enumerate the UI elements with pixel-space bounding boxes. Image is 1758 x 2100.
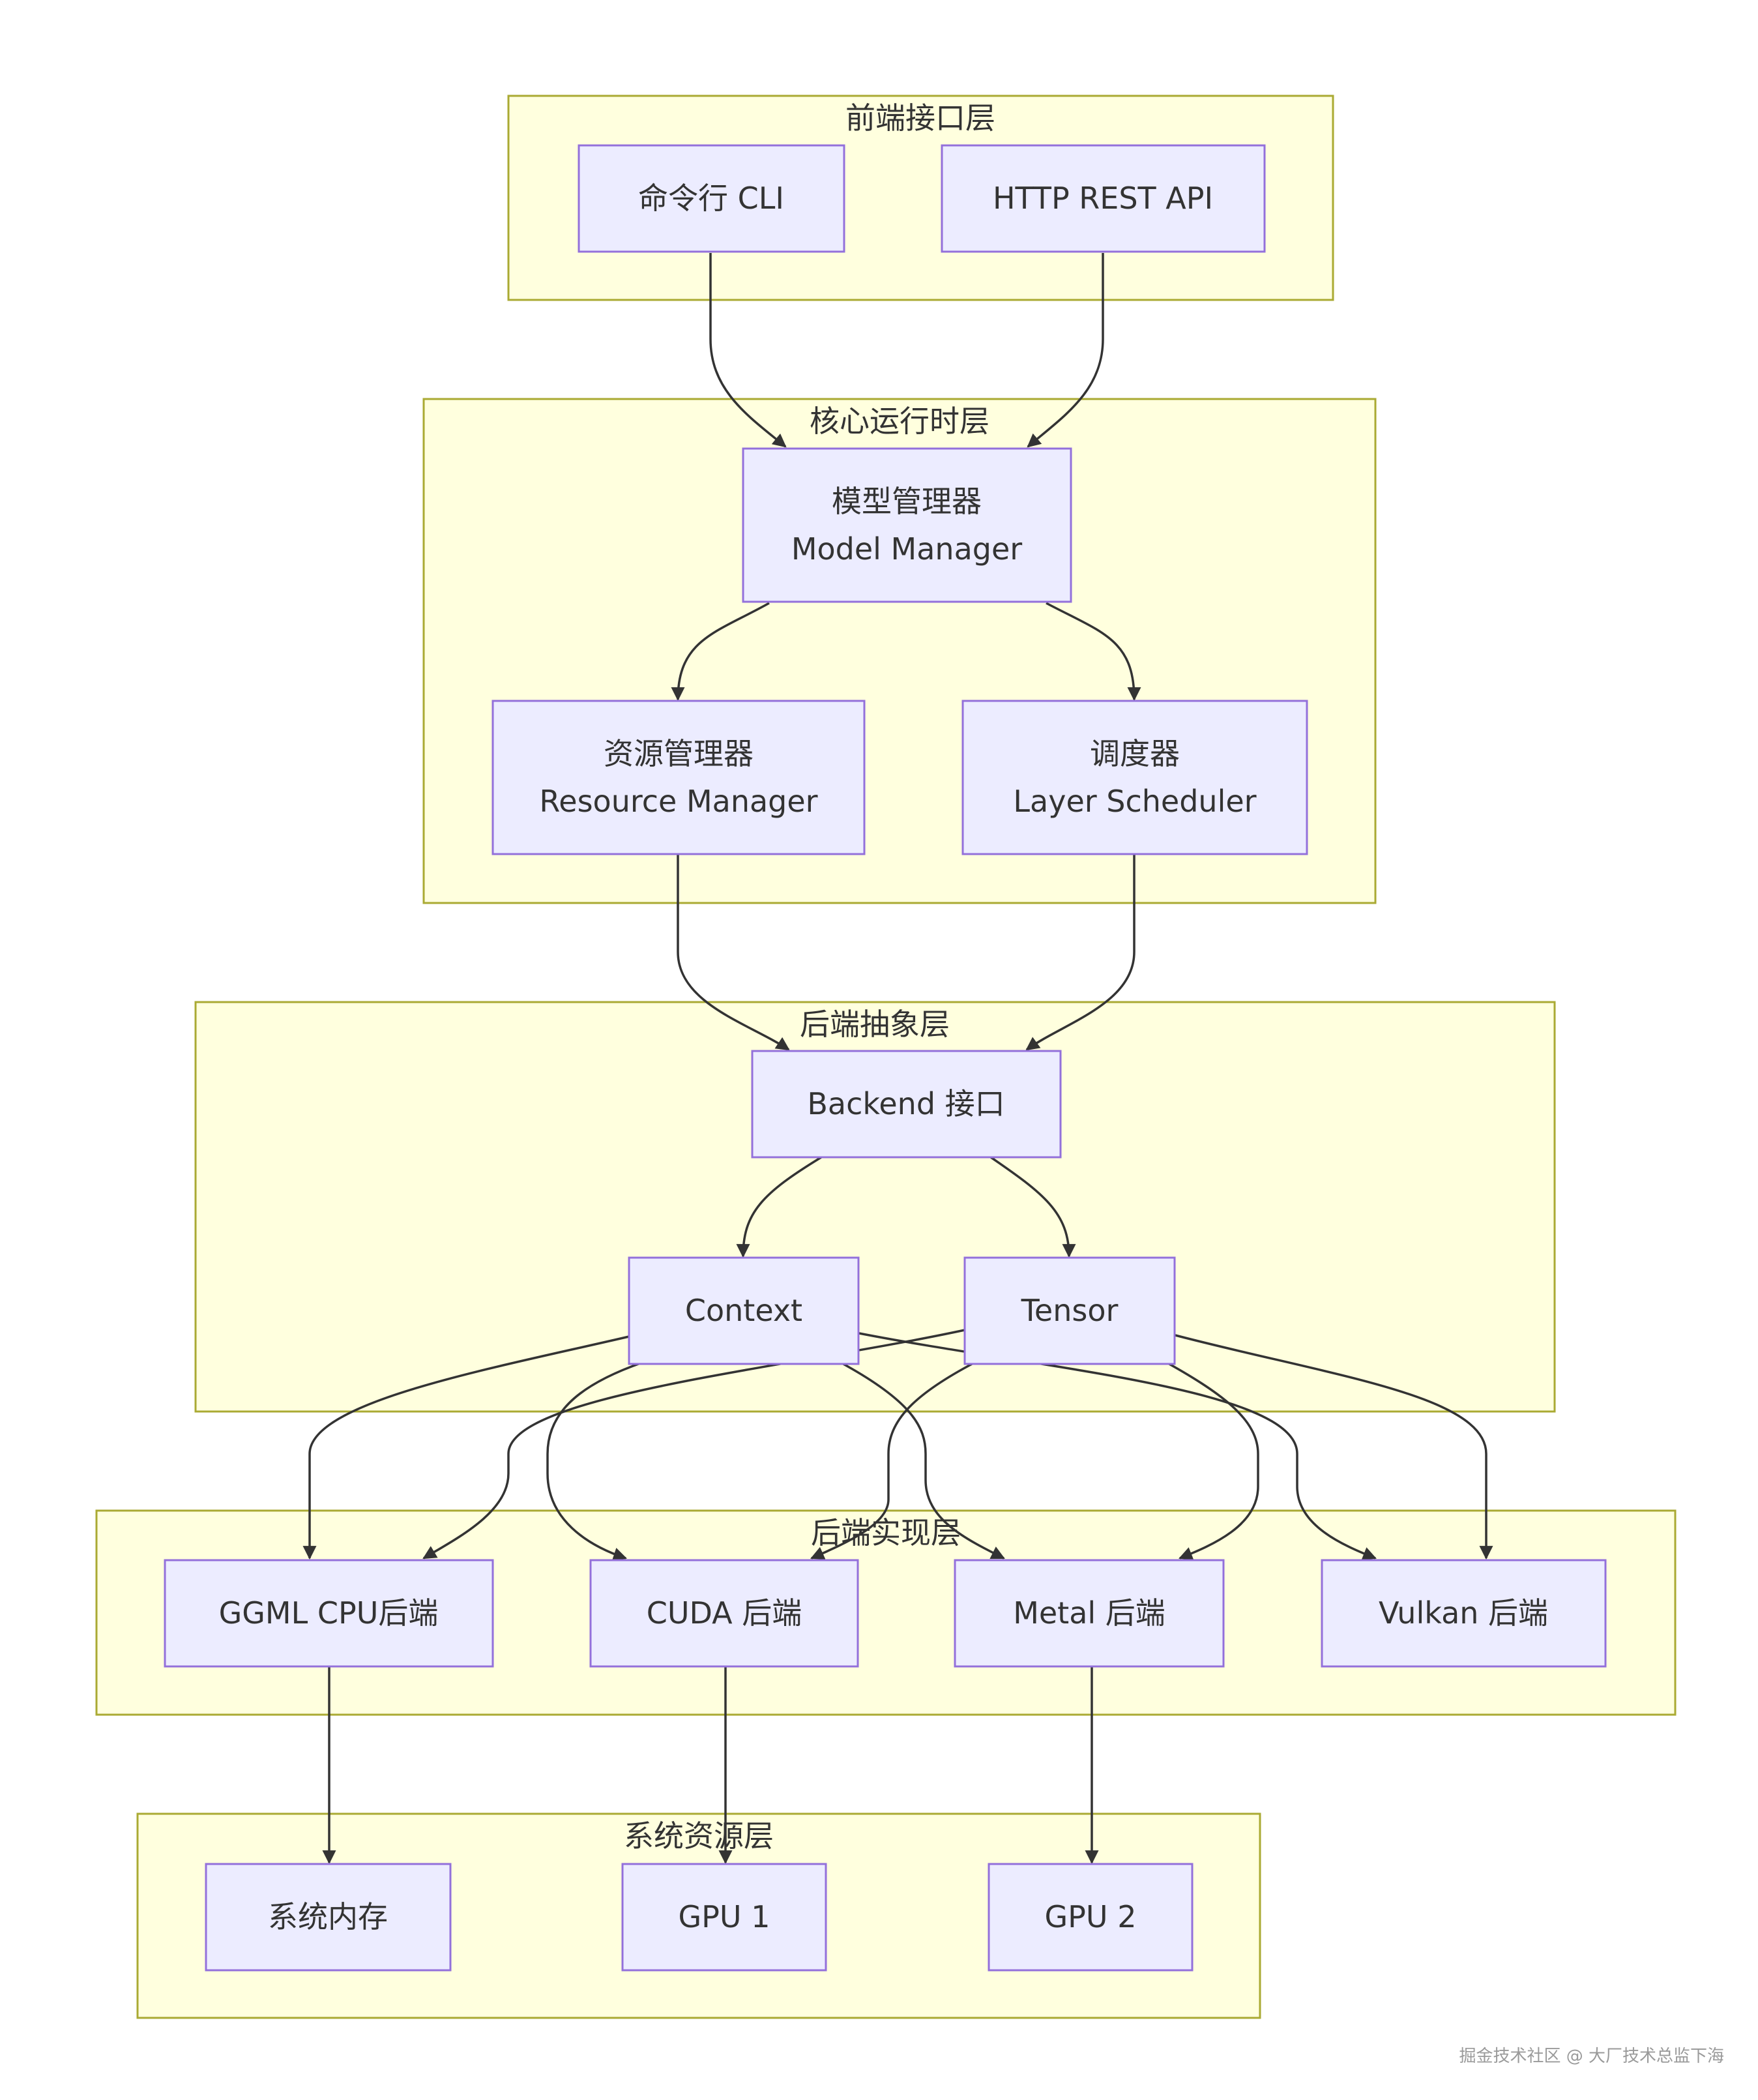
resource-manager-label-zh: 资源管理器 xyxy=(604,736,754,771)
cli-node[interactable]: 命令行 CLI xyxy=(578,144,845,253)
edge-tensor-metal xyxy=(1166,1361,1259,1560)
edge-tensor-vulkan xyxy=(1175,1334,1493,1560)
edge-scheduler-backend xyxy=(1025,854,1135,1051)
backend-interface-node[interactable]: Backend 接口 xyxy=(751,1050,1062,1159)
cuda-backend-label: CUDA 后端 xyxy=(647,1595,802,1631)
edge-context-cuda xyxy=(546,1361,643,1561)
http-rest-api-node[interactable]: HTTP REST API xyxy=(941,144,1266,253)
vulkan-backend-label: Vulkan 后端 xyxy=(1379,1595,1548,1631)
system-memory-node[interactable]: 系统内存 xyxy=(205,1863,452,1972)
backend-impl-layer-title: 后端实现层 xyxy=(811,1515,961,1550)
gpu1-node[interactable]: GPU 1 xyxy=(621,1863,827,1972)
edge-model-manager-scheduler xyxy=(1046,602,1141,702)
tensor-label: Tensor xyxy=(1021,1293,1119,1328)
layer-scheduler-node[interactable]: 调度器 Layer Scheduler xyxy=(961,700,1308,855)
cli-node-label: 命令行 CLI xyxy=(638,181,784,216)
model-manager-label-en: Model Manager xyxy=(791,531,1022,567)
model-manager-node[interactable]: 模型管理器 Model Manager xyxy=(742,447,1072,603)
edge-backend-context xyxy=(736,1156,822,1258)
backend-interface-label: Backend 接口 xyxy=(807,1086,1004,1121)
watermark-text: 掘金技术社区 @ 大厂技术总监下海 xyxy=(1459,2047,1724,2066)
resource-manager-node[interactable]: 资源管理器 Resource Manager xyxy=(491,700,866,855)
edge-model-manager-resource-manager xyxy=(671,602,770,702)
gpu2-label: GPU 2 xyxy=(1045,1899,1137,1934)
gpu1-label: GPU 1 xyxy=(679,1899,770,1934)
edge-context-ggml-cpu xyxy=(302,1335,630,1560)
tensor-node[interactable]: Tensor xyxy=(963,1256,1176,1365)
cuda-backend-node[interactable]: CUDA 后端 xyxy=(589,1559,859,1668)
edge-backend-tensor xyxy=(990,1156,1076,1258)
layer-scheduler-label-zh: 调度器 xyxy=(1090,736,1180,771)
vulkan-backend-node[interactable]: Vulkan 后端 xyxy=(1321,1559,1607,1668)
gpu2-node[interactable]: GPU 2 xyxy=(988,1863,1194,1972)
ggml-cpu-backend-node[interactable]: GGML CPU后端 xyxy=(164,1559,494,1668)
model-manager-label-zh: 模型管理器 xyxy=(832,484,982,519)
edge-tensor-cuda xyxy=(810,1361,975,1560)
resource-manager-label-en: Resource Manager xyxy=(539,784,817,819)
layer-scheduler-label-en: Layer Scheduler xyxy=(1013,784,1256,819)
edge-http-model-manager xyxy=(1027,253,1104,448)
system-memory-label: 系统内存 xyxy=(268,1899,388,1934)
backend-abstraction-layer-title: 后端抽象层 xyxy=(800,1007,950,1042)
metal-backend-node[interactable]: Metal 后端 xyxy=(954,1559,1225,1668)
metal-backend-label: Metal 后端 xyxy=(1013,1595,1165,1631)
edge-cli-model-manager xyxy=(709,253,787,448)
frontend-layer-title: 前端接口层 xyxy=(845,100,995,136)
system-resource-layer-title: 系统资源层 xyxy=(624,1818,774,1854)
http-rest-api-node-label: HTTP REST API xyxy=(993,181,1213,216)
ggml-cpu-backend-label: GGML CPU后端 xyxy=(219,1595,439,1631)
core-runtime-layer-title: 核心运行时层 xyxy=(810,404,989,439)
context-node[interactable]: Context xyxy=(628,1256,860,1365)
edge-context-metal xyxy=(840,1361,1005,1560)
context-label: Context xyxy=(685,1293,802,1328)
diagram-edges xyxy=(302,253,1493,1865)
edge-resource-manager-backend xyxy=(677,854,790,1051)
